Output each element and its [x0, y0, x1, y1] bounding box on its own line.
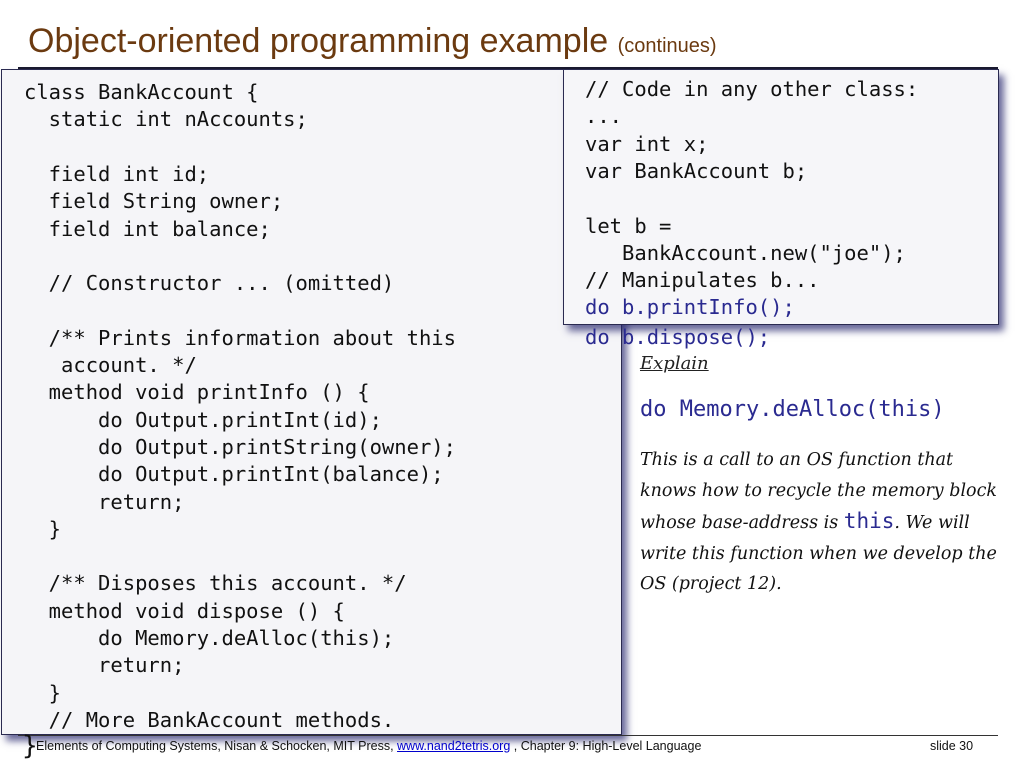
- footer-divider: [18, 735, 998, 736]
- left-code-line: field int balance;: [24, 216, 271, 241]
- right-code-line: do b.printInfo();: [585, 295, 795, 320]
- left-code-line: // Constructor ... (omitted): [24, 271, 395, 296]
- dealloc-call: do Memory.deAlloc(this): [640, 397, 945, 422]
- left-code-line: static int nAccounts;: [24, 107, 308, 132]
- right-code-line: // Manipulates b...: [585, 268, 820, 293]
- left-code-line: do Output.printString(owner);: [24, 434, 456, 459]
- right-code-line: let b =: [585, 213, 672, 238]
- footer-text-after: , Chapter 9: High-Level Language: [510, 739, 702, 753]
- left-code-line: method void dispose () {: [24, 598, 345, 623]
- left-code-line: /** Prints information about this: [24, 325, 456, 350]
- description-part-1: This is a call to an OS function that kn…: [640, 450, 997, 533]
- left-code-line: method void printInfo () {: [24, 380, 370, 405]
- closing-brace: }: [22, 731, 38, 761]
- right-code-line: var BankAccount b;: [585, 158, 808, 183]
- dealloc-keyword: do: [640, 397, 667, 422]
- left-code-line: /** Disposes this account. */: [24, 571, 407, 596]
- title-divider: [18, 67, 998, 69]
- slide-title: Object-oriented programming example (con…: [28, 22, 717, 61]
- slide-title-main: Object-oriented programming example: [28, 22, 609, 60]
- description-part-2: . We will write this function when we de…: [640, 513, 997, 594]
- left-code-line: account. */: [24, 353, 197, 377]
- right-code-line: var int x;: [585, 131, 709, 156]
- left-code-line: }: [24, 680, 62, 705]
- left-code-line: // More BankAccount methods.: [24, 707, 395, 732]
- dealloc-call-text: Memory.deAlloc(this): [679, 397, 945, 422]
- right-code-line: BankAccount.new("joe");: [585, 240, 906, 265]
- left-code-line: }: [24, 516, 62, 541]
- footer-credit: Elements of Computing Systems, Nisan & S…: [36, 739, 701, 753]
- client-code-dispose-line: do b.dispose();: [585, 325, 771, 349]
- slide-title-sub: (continues): [617, 35, 717, 57]
- left-code-line: field int id;: [24, 161, 210, 186]
- left-code-line: class BankAccount {: [24, 80, 259, 104]
- right-code-line: // Code in any other class:: [585, 77, 919, 101]
- slide-number: slide 30: [930, 739, 974, 753]
- explain-heading: Explain: [640, 353, 709, 374]
- footer-link[interactable]: www.nand2tetris.org: [397, 739, 511, 753]
- right-code-line: ...: [585, 104, 623, 129]
- left-code-line: return;: [24, 653, 185, 678]
- left-code-line: field String owner;: [24, 189, 284, 214]
- left-code-line: do Output.printInt(id);: [24, 407, 382, 432]
- client-code-box: // Code in any other class:...var int x;…: [563, 69, 999, 325]
- description-this-keyword: this: [843, 509, 895, 533]
- dealloc-description: This is a call to an OS function that kn…: [640, 445, 1000, 600]
- left-code-line: return;: [24, 489, 185, 514]
- footer-text-before: Elements of Computing Systems, Nisan & S…: [36, 739, 398, 753]
- bankaccount-class-code-box: class BankAccount { static int nAccounts…: [1, 69, 622, 735]
- left-code-line: do Memory.deAlloc(this);: [24, 626, 395, 650]
- left-code-line: do Output.printInt(balance);: [24, 462, 444, 487]
